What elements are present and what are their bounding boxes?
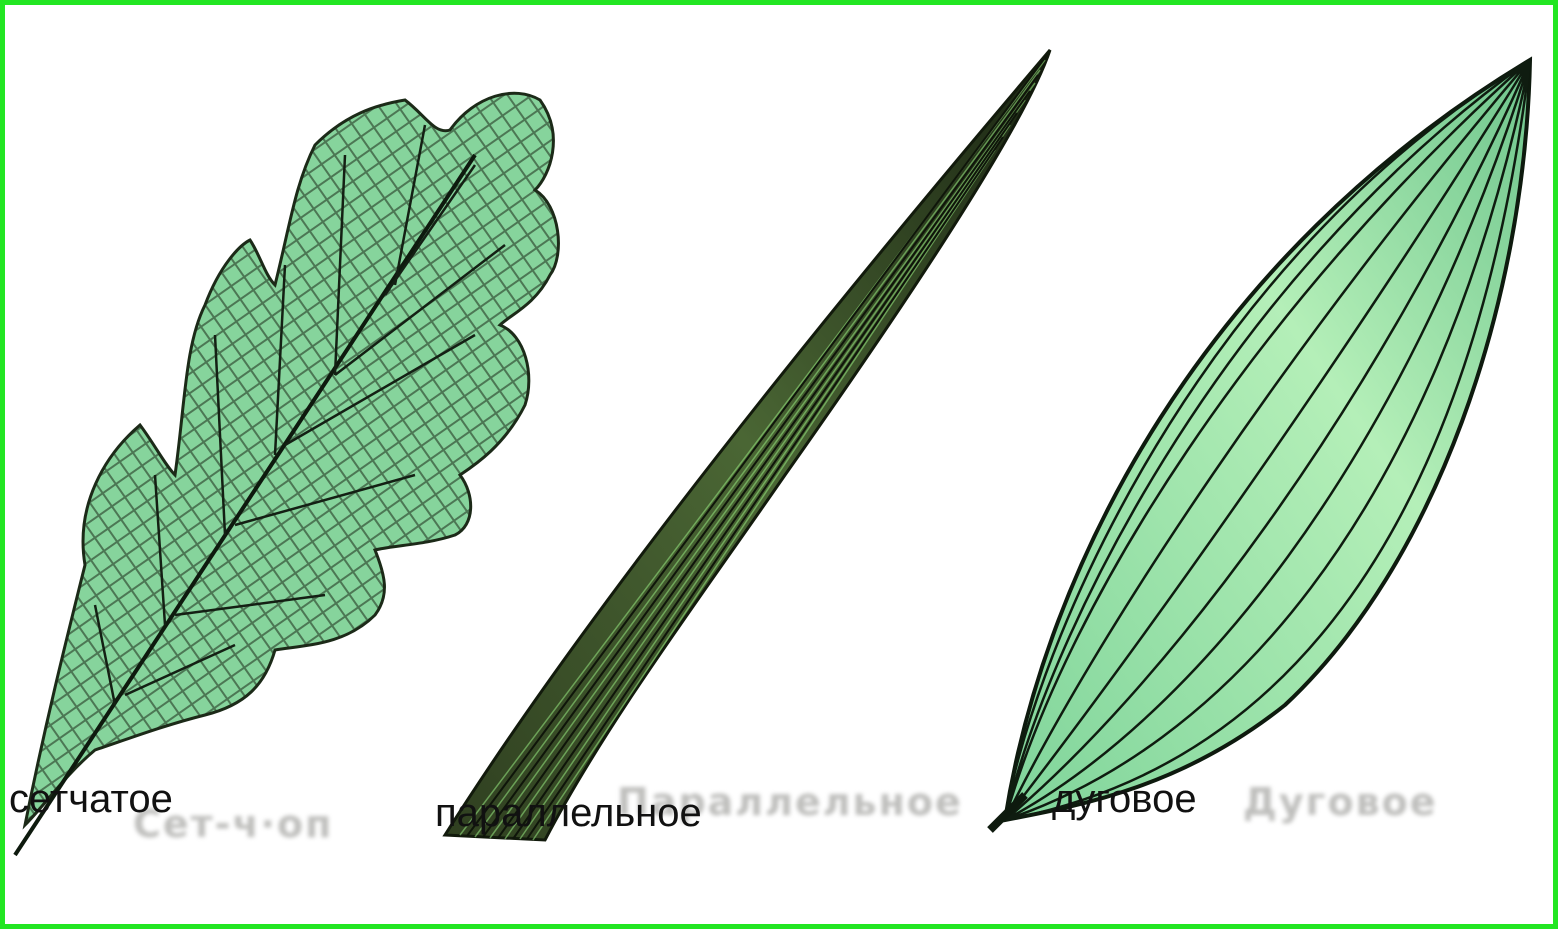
label-arcuate: дуговое (1052, 779, 1197, 819)
label-parallel: параллельное (435, 793, 702, 833)
label-reticulate: сетчатое (9, 779, 173, 819)
arcuate-ghost-caption: Дуговое (1243, 783, 1438, 821)
arcuate-leaf-icon (990, 60, 1530, 830)
reticulate-leaf-icon (15, 93, 558, 855)
